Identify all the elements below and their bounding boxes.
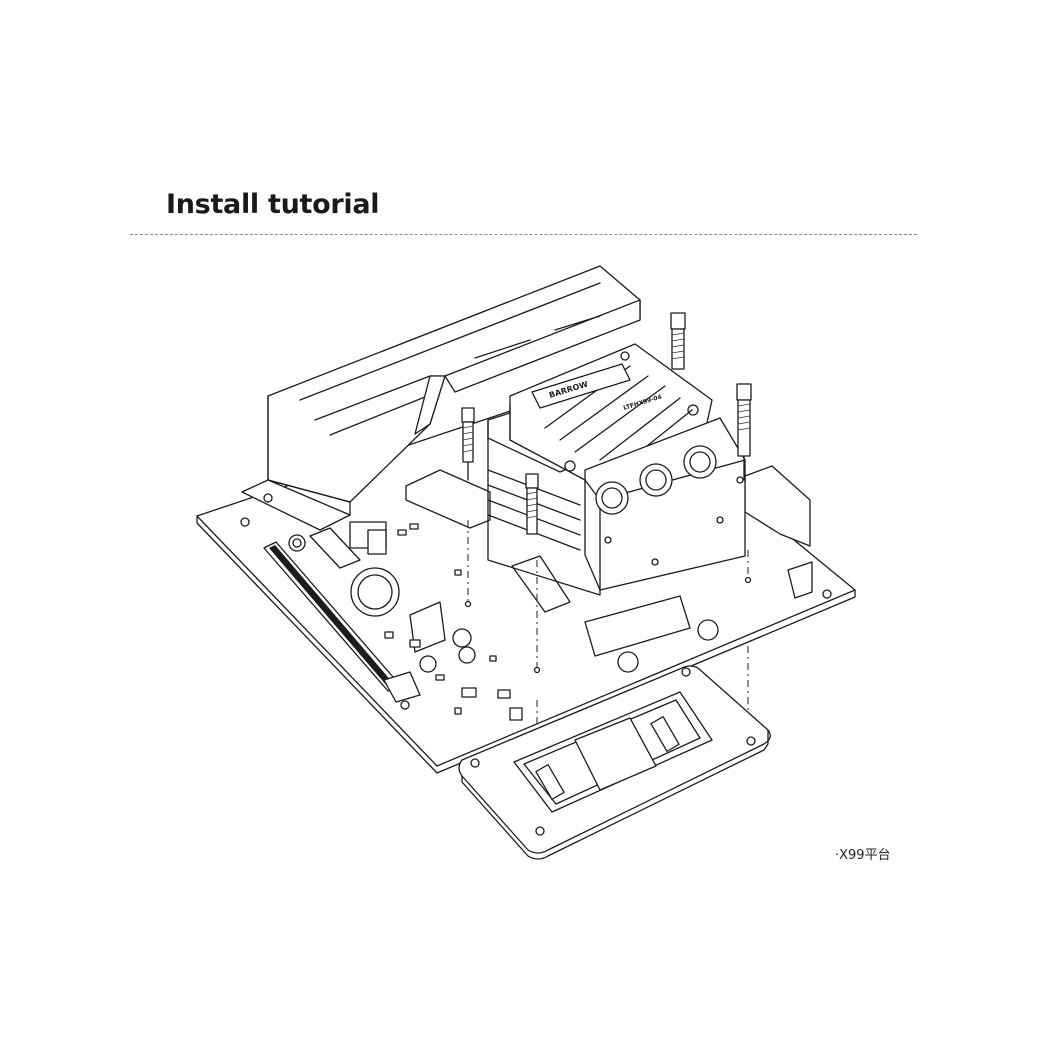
screws — [461, 312, 752, 535]
water-block: BARROW LTFHX99-04 — [487, 343, 746, 596]
title-divider — [130, 234, 917, 235]
pcie-slot — [263, 541, 421, 703]
io-shroud — [241, 265, 641, 531]
screw-back-left — [670, 312, 686, 370]
screw-front-mid — [525, 473, 539, 535]
platform-caption: ·X99平台 — [835, 848, 891, 863]
board-components — [288, 521, 813, 721]
backplate — [458, 665, 771, 860]
mounting-bracket — [405, 465, 811, 613]
screw-front-left — [461, 407, 475, 481]
screw-back-right — [736, 383, 752, 481]
page-title: Install tutorial — [166, 189, 380, 220]
